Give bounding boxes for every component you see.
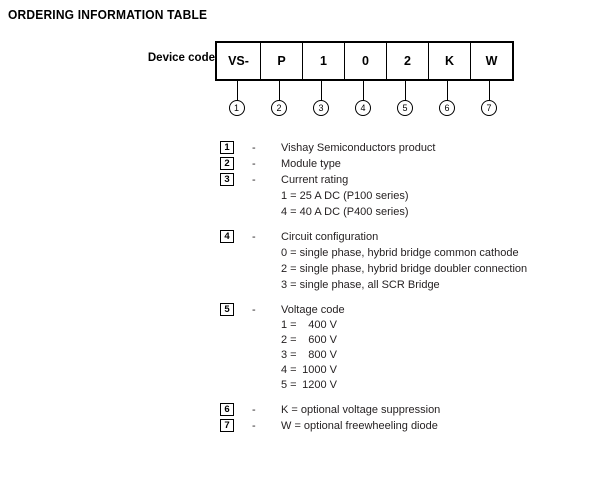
legend-description-4: Circuit configuration	[281, 231, 379, 243]
legend-dash: -	[252, 174, 256, 186]
voltage-value: 1000	[302, 364, 327, 376]
legend-sublines-3: 1 = 25 A DC (P100 series) 4 = 40 A DC (P4…	[281, 188, 610, 220]
voltage-key: 5 =	[281, 379, 297, 391]
leader-line-5	[405, 81, 406, 101]
legend-number-box-5: 5	[220, 303, 234, 316]
legend-row-4: 4 - Circuit configuration 0 = single phase,…	[220, 229, 610, 293]
device-code-cell-5: 2	[386, 43, 428, 79]
voltage-key: 2 =	[281, 334, 297, 346]
callout-circle-6: 6	[439, 100, 455, 116]
legend-dash: -	[252, 231, 256, 243]
legend-description-5: Voltage code	[281, 304, 345, 316]
device-code-cell-6: K	[428, 43, 470, 79]
legend-description-2: Module type	[281, 158, 341, 170]
voltage-key: 4 =	[281, 364, 297, 376]
legend-row-3: 3 - Current rating 1 = 25 A DC (P100 series…	[220, 172, 610, 220]
device-code-cell-7: W	[470, 43, 512, 79]
callout-circle-4: 4	[355, 100, 371, 116]
legend-row-7: 7 - W = optional freewheeling diode	[220, 418, 610, 434]
callout-circle-1: 1	[228, 100, 245, 116]
callout-circle-2: 2	[271, 100, 287, 116]
legend-number-box-2: 2	[220, 157, 234, 170]
callout-circle-5: 5	[397, 100, 413, 116]
voltage-value: 1200	[302, 379, 327, 391]
legend-subline: 1 = 25 A DC (P100 series)	[281, 190, 409, 202]
leader-line-7	[489, 81, 490, 101]
leader-line-3	[321, 81, 322, 101]
legend-row-1: 1 - Vishay Semiconductors product	[220, 140, 610, 156]
legend-row-6: 6 - K = optional voltage suppression	[220, 402, 610, 418]
voltage-value: 800	[308, 349, 327, 361]
legend-subline: 2 = single phase, hybrid bridge doubler …	[281, 263, 528, 275]
voltage-unit: V	[329, 334, 337, 346]
callout-circle-3: 3	[313, 100, 329, 116]
voltage-unit: V	[329, 364, 337, 376]
legend-number-box-4: 4	[220, 230, 234, 243]
legend-list: 1 - Vishay Semiconductors product 2 - Module …	[220, 140, 610, 434]
legend-subline: 3 = single phase, all SCR Bridge	[281, 279, 440, 291]
voltage-unit: V	[329, 349, 337, 361]
page-title: ORDERING INFORMATION TABLE	[8, 8, 208, 22]
legend-description-1: Vishay Semiconductors product	[281, 142, 436, 154]
voltage-value: 400	[308, 319, 327, 331]
voltage-unit: V	[329, 319, 337, 331]
legend-dash: -	[252, 304, 256, 316]
legend-dash: -	[252, 420, 256, 432]
legend-number-box-1: 1	[220, 141, 234, 154]
device-code-label: Device code	[147, 52, 215, 64]
legend-number-box-7: 7	[220, 419, 234, 432]
voltage-key: 3 =	[281, 349, 297, 361]
leader-line-2	[279, 81, 280, 101]
legend-subline: 0 = single phase, hybrid bridge common c…	[281, 247, 519, 259]
voltage-value: 600	[308, 334, 327, 346]
legend-dash: -	[252, 404, 256, 416]
legend-number-box-3: 3	[220, 173, 234, 186]
voltage-key: 1 =	[281, 319, 297, 331]
leader-line-6	[447, 81, 448, 101]
device-code-cell-1: VS-	[228, 54, 249, 68]
voltage-unit: V	[329, 379, 337, 391]
legend-description-3: Current rating	[281, 174, 349, 186]
leader-line-4	[363, 81, 364, 101]
legend-number-box-6: 6	[220, 403, 234, 416]
callout-circle-7: 7	[481, 100, 497, 116]
device-code-cell-4: 0	[344, 43, 386, 79]
legend-dash: -	[252, 142, 256, 154]
legend-dash: -	[252, 158, 256, 170]
device-code-cell-2: P	[260, 43, 302, 79]
legend-subline: 4 = 40 A DC (P400 series)	[281, 206, 409, 218]
legend-row-2: 2 - Module type	[220, 156, 610, 172]
legend-description-6: K = optional voltage suppression	[281, 404, 441, 416]
device-code-cell-3: 1	[302, 43, 344, 79]
leader-line-1	[236, 81, 238, 101]
legend-description-7: W = optional freewheeling diode	[281, 420, 438, 432]
legend-sublines-4: 0 = single phase, hybrid bridge common c…	[281, 245, 610, 293]
callout-layer: 1 2 3 4 5 6 7	[215, 81, 515, 118]
